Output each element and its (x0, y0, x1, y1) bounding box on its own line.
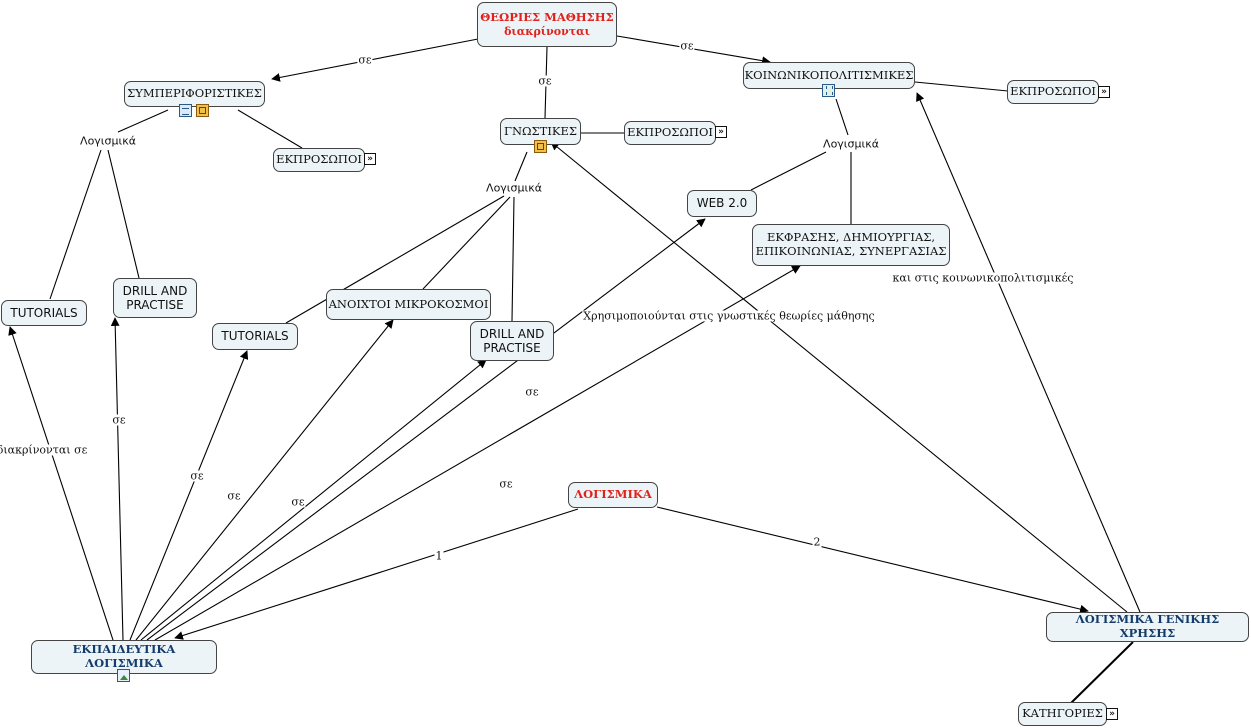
link-label-distinguished: διακρίνονται σε (0, 444, 89, 456)
reps-cognitive-node[interactable]: ΕΚΠΡΟΣΩΠΟΙ (624, 121, 716, 145)
reps-social-node[interactable]: ΕΚΠΡΟΣΩΠΟΙ (1007, 80, 1099, 104)
educational-node[interactable]: ΕΚΠΑΙΔΕΥΤΙΚΑ ΛΟΓΙΣΜΙΚΑ (31, 640, 217, 674)
link-behavioral-software (117, 109, 169, 133)
link-educ-micro (135, 319, 394, 641)
expression-line2: ΕΠΙΚΟΙΝΩΝΙΑΣ, ΣΥΝΕΡΓΑΣΙΑΣ (755, 244, 947, 258)
drill-line1-1: DRILL AND (122, 283, 188, 298)
expression-node[interactable]: ΕΚΦΡΑΣΗΣ, ΔΗΜΙΟΥΡΓΙΑΣ, ΕΠΙΚΟΙΝΩΝΙΑΣ, ΣΥΝ… (752, 224, 950, 266)
double-chevron-right-icon[interactable]: » (364, 153, 376, 165)
link-general-cognitive (550, 141, 1128, 613)
cognitive-label: ΓΝΩΣΤΙΚΕΣ (503, 123, 578, 138)
link-label-se: σε (679, 39, 695, 53)
link-social-reps (914, 81, 1009, 92)
theories-subtitle: διακρίνονται (504, 24, 590, 38)
software-node[interactable]: ΛΟΓΙΣΜΙΚΑ (568, 482, 658, 508)
video-icon[interactable] (822, 84, 835, 97)
link-label-two: 2 (812, 535, 822, 549)
categories-node[interactable]: ΚΑΤΗΓΟΡΙΕΣ (1018, 702, 1107, 726)
link-educ-drill1 (110, 317, 124, 641)
link-label-one: 1 (434, 549, 444, 563)
double-chevron-right-icon[interactable]: » (1098, 86, 1110, 98)
microworlds-label: ΑΝΟΙΧΤΟΙ ΜΙΚΡΟΚΟΣΜΟΙ (328, 296, 489, 311)
link-label-se: σε (357, 53, 373, 67)
double-chevron-right-icon[interactable]: » (1106, 708, 1118, 720)
software-label: ΛΟΓΙΣΜΙΚΑ (574, 487, 652, 502)
educational-label: ΕΚΠΑΙΔΕΥΤΙΚΑ ΛΟΓΙΣΜΙΚΑ (72, 642, 176, 670)
web20-node[interactable]: WEB 2.0 (687, 190, 757, 217)
link-label-software: Λογισμικά (79, 134, 137, 148)
link-software-drill2 (511, 196, 515, 322)
tutorials-label-2: TUTORIALS (221, 329, 289, 344)
double-chevron-right-icon[interactable]: » (715, 126, 727, 138)
link-theories-behavioral (271, 38, 479, 82)
link-software-drill1 (107, 149, 140, 279)
drill-node-2[interactable]: DRILL AND PRACTISE (470, 321, 554, 361)
link-educ-web (146, 218, 706, 641)
link-label-se: σε (189, 469, 205, 483)
link-educ-tutorials1 (8, 326, 114, 641)
link-software-micro (422, 196, 511, 290)
link-software-tutorials2 (285, 195, 505, 324)
link-label-se: σε (111, 413, 127, 427)
link-label-software: Λογισμικά (485, 181, 543, 195)
link-label-se: σε (537, 74, 553, 88)
link-software-educ (174, 508, 579, 640)
document-icon[interactable] (179, 104, 192, 117)
tutorials-label-1: TUTORIALS (10, 305, 78, 320)
theories-title: ΘΕΩΡΙΕΣ ΜΑΘΗΣΗΣ (480, 10, 614, 24)
image-icon[interactable] (117, 669, 130, 682)
drill-line2-2: PRACTISE (483, 341, 541, 355)
drill-node-1[interactable]: DRILL AND PRACTISE (113, 278, 197, 318)
link-label-se: σε (498, 477, 514, 491)
categories-label: ΚΑΤΗΓΟΡΙΕΣ (1022, 706, 1103, 721)
link-label-se: σε (524, 385, 540, 399)
link-behavioral-reps (237, 109, 303, 149)
general-node[interactable]: ΛΟΓΙΣΜΙΚΑ ΓΕΝΙΚΗΣ ΧΡΗΣΗΣ (1046, 612, 1249, 642)
drill-line1-2: DRILL AND (479, 326, 545, 341)
reps-behavioral-node[interactable]: ΕΚΠΡΟΣΩΠΟΙ (273, 148, 365, 172)
expression-line1: ΕΚΦΡΑΣΗΣ, ΔΗΜΙΟΥΡΓΙΑΣ, (766, 230, 936, 245)
web-page-icon[interactable] (534, 140, 547, 153)
link-software-general (656, 506, 1089, 614)
sociocultural-label: ΚΟΙΝΩΝΙΚΟΠΟΛΙΤΙΣΜΙΚΕΣ (744, 67, 914, 82)
reps-behavioral-label: ΕΚΠΡΟΣΩΠΟΙ (276, 152, 362, 167)
link-software-web (750, 151, 827, 191)
link-software-tutorials1 (49, 149, 102, 300)
tutorials-node-1[interactable]: TUTORIALS (1, 300, 87, 326)
cognitive-node[interactable]: ΓΝΩΣΤΙΚΕΣ (500, 118, 581, 145)
link-cognitive-software (514, 151, 528, 182)
microworlds-node[interactable]: ΑΝΟΙΧΤΟΙ ΜΙΚΡΟΚΟΣΜΟΙ (326, 289, 491, 320)
link-educ-tutorials2 (129, 350, 249, 641)
link-educ-expr (154, 265, 801, 641)
web20-label: WEB 2.0 (696, 196, 748, 211)
link-label-se: σε (290, 495, 306, 509)
link-educ-drill2 (140, 359, 487, 641)
link-general-categories (1070, 641, 1134, 704)
link-label-used-cognitive: Χρησιμοποιούνται στις γνωστικές θεωρίες … (582, 309, 876, 323)
reps-social-label: ΕΚΠΡΟΣΩΠΟΙ (1010, 84, 1096, 99)
behavioral-node[interactable]: ΣΥΜΠΕΡΙΦΟΡΙΣΤΙΚΕΣ (124, 81, 265, 107)
link-label-se: σε (226, 489, 242, 503)
tutorials-node-2[interactable]: TUTORIALS (212, 323, 298, 350)
link-social-software (835, 98, 849, 136)
link-label-software: Λογισμικά (822, 137, 880, 151)
link-label-and-social: και στις κοινωνικοπολιτισμικές (891, 271, 1075, 285)
link-general-social (916, 92, 1141, 613)
general-label: ΛΟΓΙΣΜΙΚΑ ΓΕΝΙΚΗΣ ΧΡΗΣΗΣ (1075, 612, 1220, 640)
web-page-icon[interactable] (196, 104, 209, 117)
drill-line2-1: PRACTISE (126, 298, 184, 312)
behavioral-label: ΣΥΜΠΕΡΙΦΟΡΙΣΤΙΚΕΣ (127, 86, 262, 101)
theories-node[interactable]: ΘΕΩΡΙΕΣ ΜΑΘΗΣΗΣ διακρίνονται (477, 2, 617, 47)
reps-cognitive-label: ΕΚΠΡΟΣΩΠΟΙ (627, 125, 713, 140)
